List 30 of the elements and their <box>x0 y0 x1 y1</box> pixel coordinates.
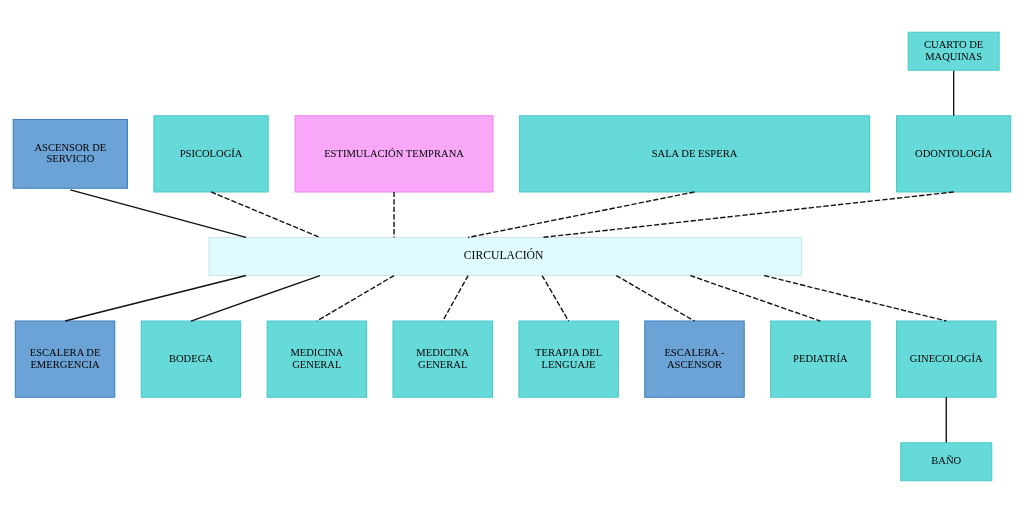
node-box: CUARTO DE MAQUINAS <box>907 31 1000 71</box>
node-box: ASCENSOR DE SERVICIO <box>12 119 128 189</box>
node-box: PEDIATRÍA <box>770 320 871 398</box>
node-box: SALA DE ESPERA <box>518 115 871 193</box>
node-box: ESTIMULACIÓN TEMPRANA <box>294 115 494 193</box>
connector <box>467 191 696 239</box>
connector <box>190 274 321 322</box>
connector <box>316 274 395 322</box>
connector <box>210 191 321 239</box>
node-box: BAÑO <box>900 442 993 482</box>
node-box: ODONTOLOGÍA <box>896 115 1012 193</box>
node-box: PSICOLOGÍA <box>153 115 269 193</box>
node-box: GINECOLOGÍA <box>896 320 997 398</box>
connector <box>69 189 247 239</box>
connector <box>442 274 469 322</box>
connector <box>64 274 247 322</box>
node-box: ESCALERA - ASCENSOR <box>644 320 745 398</box>
node-box: BODEGA <box>140 320 242 398</box>
connector <box>689 274 822 322</box>
connector <box>945 396 947 444</box>
node-box: MEDICINA GENERAL <box>266 320 368 398</box>
node-box: CIRCULACIÓN <box>208 236 802 277</box>
connector <box>763 274 947 322</box>
connector <box>541 191 955 239</box>
connector <box>615 274 696 322</box>
connector <box>952 70 955 117</box>
connector <box>541 274 570 322</box>
node-box: ESCALERA DE EMERGENCIA <box>14 320 116 398</box>
node-box: MEDICINA GENERAL <box>392 320 493 398</box>
node-box: TERAPIA DEL LENGUAJE <box>518 320 619 398</box>
